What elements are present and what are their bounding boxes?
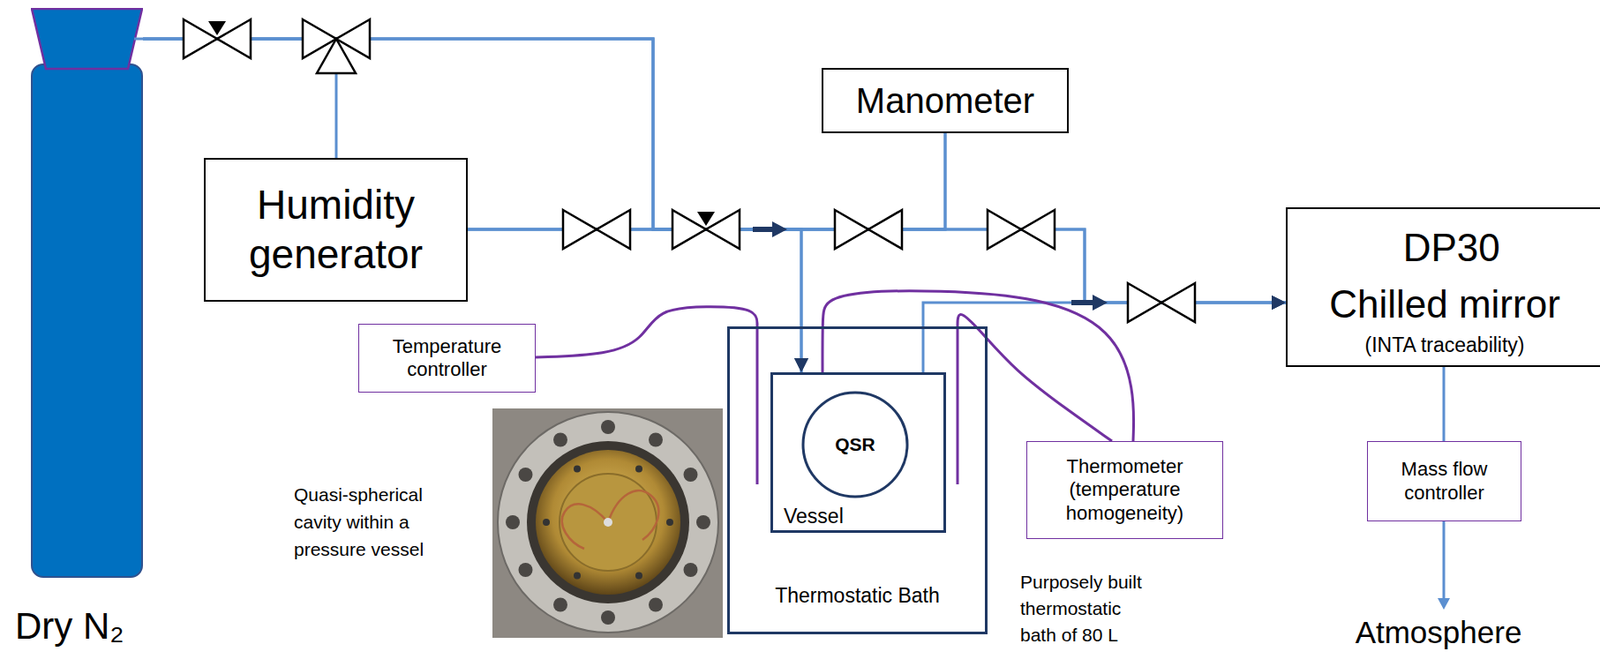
three-way-valve <box>302 19 370 74</box>
valve-needle <box>697 211 715 226</box>
flow-arrow <box>1071 294 1108 311</box>
valve-symbol <box>563 210 631 249</box>
box-label: Mass flow controller <box>1376 458 1512 505</box>
flow-arrow <box>752 221 788 238</box>
box-sublabel: (INTA traceability) <box>1364 332 1525 359</box>
valve-symbol <box>1127 283 1195 323</box>
vessel-box: QSR Vessel <box>770 372 947 534</box>
antenna-cable <box>608 490 659 541</box>
bolt-hole <box>553 598 568 613</box>
signal-wire <box>535 307 758 358</box>
valve-body <box>987 210 1022 249</box>
screw <box>542 518 550 526</box>
valve-body <box>596 210 631 249</box>
cylinder-drawing <box>30 7 143 579</box>
screw <box>666 518 674 526</box>
needle-valve <box>183 19 251 59</box>
screw <box>635 572 643 580</box>
box-label: Temperature controller <box>368 335 526 383</box>
resonator-outline <box>803 392 908 497</box>
screw <box>573 465 581 473</box>
cylinder-cap <box>31 8 143 69</box>
valve-body <box>1161 283 1195 323</box>
controller-box: Temperature controller <box>358 323 536 393</box>
valve-symbol <box>834 210 902 249</box>
gas-cylinder: Dry N₂ <box>30 7 143 579</box>
valve-body <box>868 210 902 249</box>
sensor-box: Thermometer (temperature homogeneity) <box>1026 441 1224 540</box>
gas-pipe <box>142 38 802 373</box>
box-label: Vessel <box>783 504 844 530</box>
bolt-hole <box>505 515 520 530</box>
valve-body <box>316 38 356 74</box>
gas-pipe <box>923 302 1286 373</box>
bath-box: QSR VesselThermostatic Bath <box>727 326 988 635</box>
flow-arrow-shaft <box>752 226 774 233</box>
instrument-box: Manometer <box>821 67 1069 134</box>
screw <box>635 465 643 473</box>
bolt-hole <box>648 433 663 448</box>
valve-body <box>834 210 869 249</box>
outlet-label: Atmosphere <box>1350 615 1527 651</box>
box-label: Thermometer (temperature homogeneity) <box>1036 455 1214 526</box>
bolt-hole <box>648 598 663 613</box>
note-text: Purposely built thermostatic bath of 80 … <box>1020 569 1153 648</box>
gas-pipe <box>467 133 946 230</box>
screw <box>573 572 581 580</box>
signal-wire <box>957 315 1112 442</box>
instrument-box: DP30 Chilled mirror(INTA traceability) <box>1285 207 1600 368</box>
valve-body <box>563 210 597 249</box>
valve-body <box>1021 210 1055 249</box>
outlet-stub <box>134 37 143 41</box>
inner-ring <box>526 441 690 604</box>
flow-arrow-shaft <box>1071 300 1095 306</box>
bolt-hole <box>600 420 616 435</box>
photo-caption: Quasi-spherical cavity within a pressure… <box>293 480 437 564</box>
cavity-shell <box>535 450 681 595</box>
box-label: QSR <box>834 433 876 456</box>
exhaust-arrowhead <box>1437 598 1450 610</box>
box-label: Thermostatic Bath <box>729 584 985 609</box>
valve-needle <box>208 21 226 36</box>
bolt-hole <box>518 467 534 482</box>
cylinder-body <box>31 64 143 578</box>
cylinder-label: Dry N₂ <box>15 605 125 648</box>
photo-background <box>492 408 723 639</box>
flange <box>497 412 719 633</box>
box-label: Manometer <box>856 79 1035 122</box>
bolt-hole <box>600 610 616 625</box>
needle-valve <box>672 210 740 249</box>
cavity-plate <box>559 473 657 571</box>
controller-box: Mass flow controller <box>1367 441 1522 522</box>
bolt-hole <box>553 433 568 448</box>
valve-symbol <box>987 210 1055 249</box>
probe-line <box>956 326 960 485</box>
probe-line <box>756 326 759 485</box>
box-label: DP30 Chilled mirror <box>1328 219 1563 333</box>
bolt-hole <box>518 563 534 578</box>
flow-arrow-head <box>772 221 788 238</box>
antenna-cable <box>562 503 609 549</box>
cavity-photo <box>492 408 723 639</box>
valve-body <box>1127 283 1162 323</box>
box-label: Humidity generator <box>214 180 458 278</box>
bolt-hole <box>683 563 699 578</box>
gas-pipe <box>1442 367 1446 442</box>
process-box: Humidity generator <box>203 157 468 302</box>
gas-pipe <box>142 38 1286 303</box>
exhaust-line <box>1442 521 1446 601</box>
resonator-circle: QSR <box>801 390 909 499</box>
bolt-hole <box>683 467 699 482</box>
flow-arrow-head <box>1092 294 1108 311</box>
center-pin <box>603 518 613 527</box>
bolt-hole <box>696 515 711 530</box>
